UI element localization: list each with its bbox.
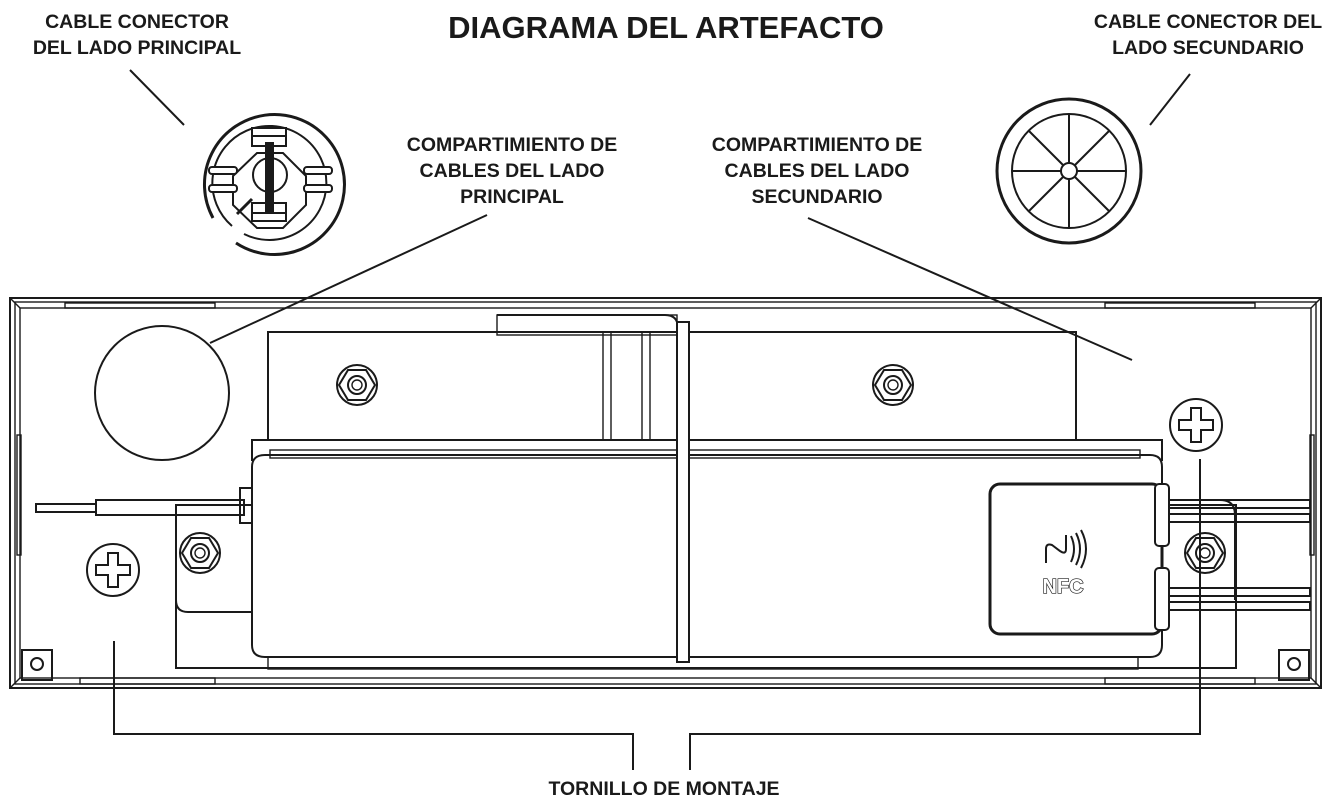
nut-right	[872, 364, 914, 406]
primary-connector-label-line-1: CABLE CONECTOR	[45, 11, 229, 33]
nut-left	[336, 364, 378, 406]
secondary-compartment-label-line-2: CABLES DEL LADO	[725, 160, 910, 182]
secondary-compartment-label-line-1: COMPARTIMIENTO DE	[712, 134, 923, 156]
primary-compartment-label-line-2: CABLES DEL LADO	[420, 160, 605, 182]
leader-secondary-connector	[1149, 73, 1191, 126]
leader-screw-left	[113, 641, 634, 770]
secondary-connector-label: CABLE CONECTOR DEL LADO SECUNDARIO	[1094, 11, 1322, 59]
nut-right-bottom	[1184, 532, 1226, 574]
secondary-connector-label-line-2: LADO SECUNDARIO	[1112, 37, 1304, 59]
nfc-label: NFC	[1042, 576, 1083, 598]
diagram-title: DIAGRAMA DEL ARTEFACTO	[448, 10, 884, 45]
primary-cable-hole	[94, 325, 230, 461]
primary-compartment-label-line-1: COMPARTIMIENTO DE	[407, 134, 618, 156]
mounting-screw-left	[86, 543, 140, 597]
nut-left-bottom	[179, 532, 221, 574]
primary-cable-connector	[202, 113, 346, 257]
secondary-connector-label-line-1: CABLE CONECTOR DEL	[1094, 11, 1322, 33]
mounting-screw-label: TORNILLO DE MONTAJE	[548, 778, 779, 800]
primary-connector-label: CABLE CONECTOR DEL LADO PRINCIPAL	[33, 11, 241, 59]
secondary-cable-connector	[995, 97, 1143, 245]
secondary-compartment-label: COMPARTIMIENTO DE CABLES DEL LADO SECUND…	[712, 134, 923, 208]
leader-primary-connector	[129, 69, 185, 126]
primary-connector-label-line-2: DEL LADO PRINCIPAL	[33, 37, 241, 59]
leader-primary-compartment	[209, 214, 488, 344]
mounting-screw-right	[1169, 398, 1223, 452]
primary-compartment-label-line-3: PRINCIPAL	[460, 186, 564, 208]
device-body: NFC	[9, 297, 1322, 689]
nfc-module: NFC	[988, 482, 1170, 636]
secondary-compartment-label-line-3: SECUNDARIO	[751, 186, 882, 208]
leader-secondary-compartment	[807, 217, 1133, 361]
primary-compartment-label: COMPARTIMIENTO DE CABLES DEL LADO PRINCI…	[407, 134, 618, 208]
nfc-wave-icon	[1045, 529, 1087, 569]
